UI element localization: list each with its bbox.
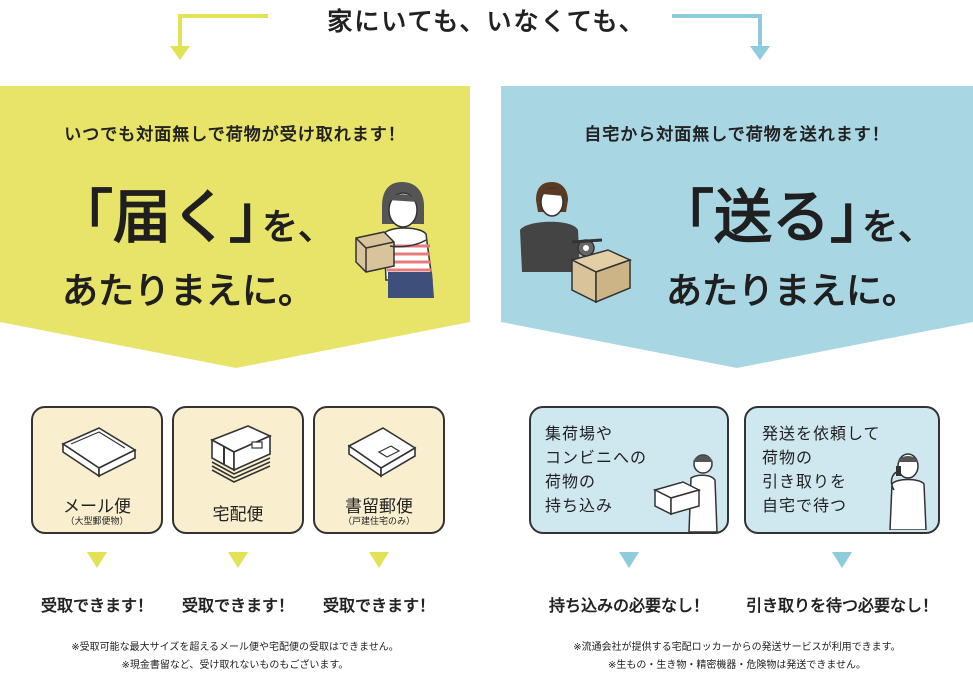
registered-envelope-icon [347,427,417,478]
pickup-line-3: 引き取りを [762,472,848,491]
person-packing-box-icon [520,182,633,304]
envelope-icon [61,427,137,478]
page-title: 家にいても、いなくても、 [327,7,646,36]
pickup-result: 引き取りを待つ必要なし！ [745,596,938,615]
drop-off-line-3: 荷物の [545,472,597,491]
parcel-result: 受取できます！ [181,596,294,615]
left-note-2: ※現金書留など、受け取れないものもございます。 [121,660,349,671]
left-headline-suffix: を、 [262,207,335,248]
pickup-card-text: 発送を依頼して 荷物の 引き取りを 自宅で待つ [762,422,881,518]
left-note-1: ※受取可能な最大サイズを超えるメール便や宅配便の受取はできません。 [71,642,399,653]
parcel-down-arrow [228,552,248,568]
box-stack-icon [210,425,272,483]
right-headline-suffix: を、 [862,207,935,248]
left-headline-line2: あたりまえに。 [62,271,315,312]
drop-off-card: 集荷場や コンビニへの 荷物の 持ち込み [529,406,729,534]
right-flow-arrow [672,14,762,50]
registered-mail-card: 書留郵便 （戸建住宅のみ） [313,406,445,534]
pickup-line-4: 自宅で待つ [762,496,848,515]
drop-off-line-1: 集荷場や [545,424,614,443]
registered-result: 受取できます！ [322,596,435,615]
pickup-line-1: 発送を依頼して [762,424,881,443]
registered-mail-card-label: 書留郵便 [345,497,413,517]
mail-card: メール便 （大型郵便物） [31,406,163,534]
mail-card-note: （大型郵便物） [65,517,129,527]
right-headline-word: 「送る」 [656,183,889,251]
drop-off-line-4: 持ち込み [545,496,614,515]
mail-result: 受取できます！ [40,596,153,615]
right-arrow-head [750,46,770,60]
pickup-card: 発送を依頼して 荷物の 引き取りを 自宅で待つ [744,406,940,534]
right-note-1: ※流通会社が提供する宅配ロッカーからの発送サービスが利用できます。 [573,642,901,653]
parcel-card-label: 宅配便 [212,505,264,525]
pickup-line-2: 荷物の [762,448,814,467]
right-banner [501,86,973,368]
left-subtitle: いつでも対面無しで荷物が受け取れます！ [64,125,406,145]
registered-down-arrow [369,552,389,568]
pickup-down-arrow [832,552,852,568]
left-arrow-head [170,46,190,60]
left-flow-arrow [178,14,268,50]
left-banner [0,86,470,368]
drop-off-line-2: コンビニへの [545,448,648,467]
mail-card-label: メール便 [63,497,131,517]
right-note-2: ※生もの・生き物・精密機器・危険物は発送できません。 [607,660,867,671]
registered-mail-card-note: （戸建住宅のみ） [342,517,415,527]
left-headline-word: 「届く」 [55,183,288,251]
person-receiving-box-icon [355,182,434,298]
mail-down-arrow [87,552,107,568]
drop-off-result: 持ち込みの必要なし！ [548,596,709,615]
right-headline-line2: あたりまえに。 [666,271,919,312]
right-subtitle: 自宅から対面無しで荷物を送れます！ [584,125,890,145]
person-on-phone-icon [889,453,927,530]
drop-off-down-arrow [619,552,639,568]
parcel-card: 宅配便 [172,406,304,534]
person-carrying-box-icon [653,454,718,532]
drop-off-card-text: 集荷場や コンビニへの 荷物の 持ち込み [545,422,647,518]
